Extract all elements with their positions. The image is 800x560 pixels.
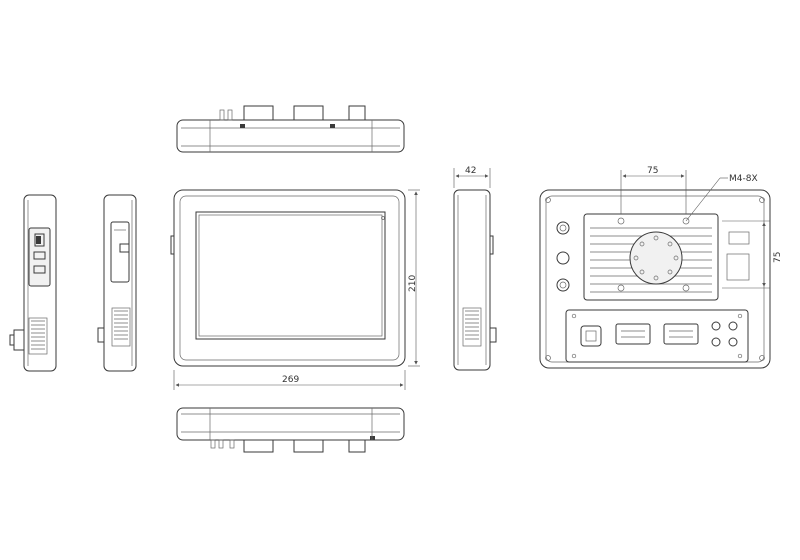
width-dimension-label: 269 <box>282 375 299 385</box>
front-view: 269 210 <box>170 189 420 390</box>
top-view <box>176 105 405 153</box>
left-side-view <box>9 194 57 372</box>
depth-dimension-label: 42 <box>465 166 476 176</box>
right-side-view: 42 <box>453 166 497 371</box>
mount-screw-callout: M4-8X <box>729 174 758 184</box>
height-dimension-label: 210 <box>408 275 418 292</box>
mount-spacing-horizontal-label: 75 <box>647 166 658 176</box>
left-side-view-2 <box>97 194 137 372</box>
rear-view: 75 75 M4-8X <box>539 166 783 369</box>
bottom-view <box>176 407 405 453</box>
mount-spacing-vertical-label: 75 <box>773 252 783 263</box>
